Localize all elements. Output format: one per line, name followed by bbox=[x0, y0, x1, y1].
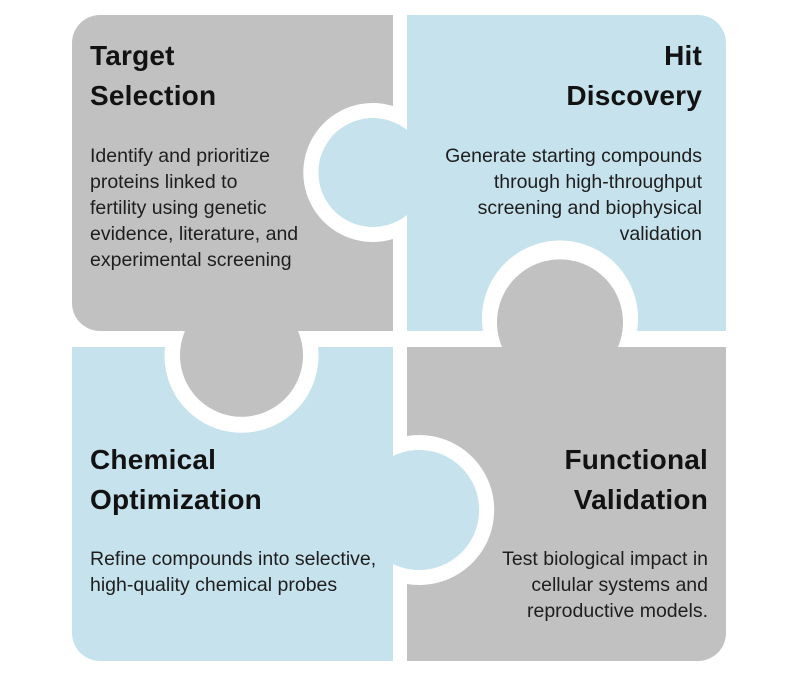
puzzle-piece-target-selection bbox=[72, 15, 393, 417]
hit-discovery-title: Hit Discovery bbox=[566, 40, 702, 111]
hit-discovery-description: Generate starting compounds through high… bbox=[445, 145, 702, 245]
chemical-optimization-title: Chemical Optimization bbox=[90, 444, 262, 515]
target-selection-description: Identify and prioritize proteins linked … bbox=[90, 145, 299, 271]
chemical-optimization-description: Refine compounds into selective, high-qu… bbox=[90, 548, 377, 596]
puzzle-piece-chemical-optimization bbox=[72, 347, 480, 661]
puzzle-piece-functional-validation bbox=[407, 259, 726, 661]
functional-validation-description: Test biological impact in cellular syste… bbox=[502, 548, 708, 622]
target-selection-title: Target Selection bbox=[90, 40, 217, 111]
functional-validation-title: Functional Validation bbox=[564, 444, 708, 515]
puzzle-piece-hit-discovery bbox=[318, 15, 726, 331]
